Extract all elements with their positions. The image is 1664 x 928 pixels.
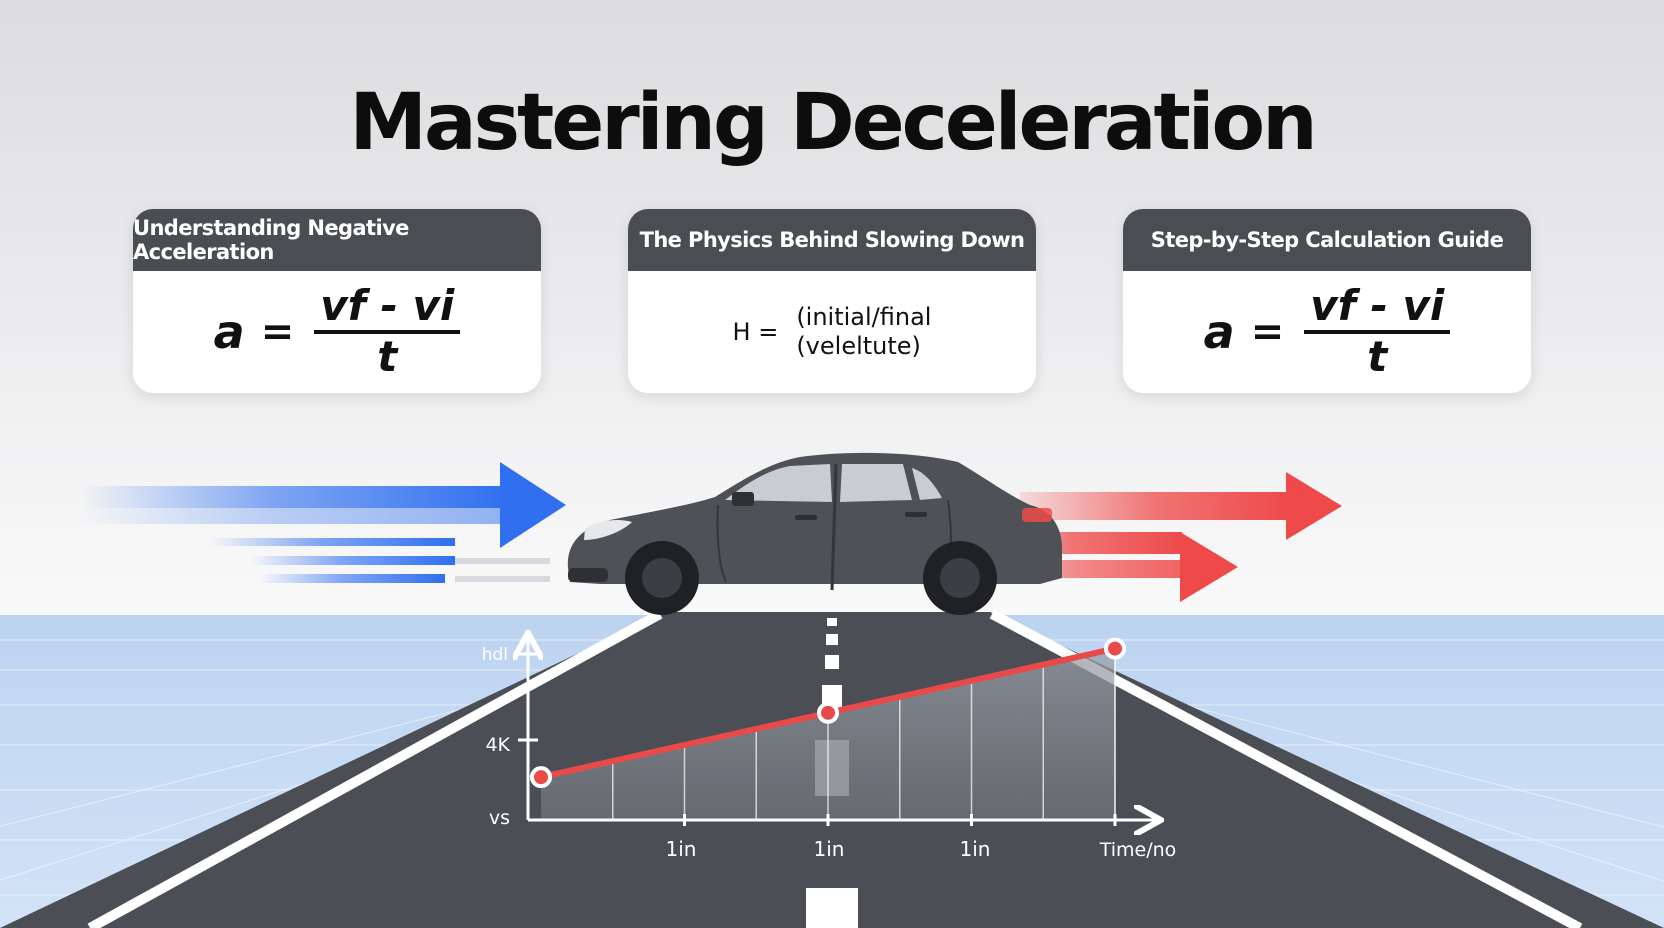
x-tick-label: 1in — [814, 837, 845, 861]
initial-velocity-arrow — [80, 462, 566, 583]
y-tick-label: hdl — [482, 645, 508, 665]
formula-lhs: a — [213, 305, 245, 359]
acceleration-formula: a = vf - vi t — [1203, 283, 1451, 381]
card-header: Step-by-Step Calculation Guide — [1123, 209, 1531, 271]
data-point — [1104, 637, 1126, 660]
card-physics-slowing-down: The Physics Behind Slowing Down H = (ini… — [628, 209, 1036, 393]
card-negative-acceleration: Understanding Negative Acceleration a = … — [133, 209, 541, 393]
velocity-time-chart: hdl 4K vs 1in 1in 1in Time/no — [482, 636, 1177, 861]
note-line-1: (initial/final — [796, 303, 932, 332]
x-tick-label: 1in — [666, 837, 697, 861]
velocity-note: H = (initial/final (veleltute) — [733, 303, 932, 361]
formula-lhs: a — [1203, 305, 1235, 359]
y-tick-label: 4K — [485, 734, 510, 756]
car — [567, 452, 1062, 615]
formula-denominator: t — [377, 331, 398, 381]
x-axis-label: Time/no — [1099, 839, 1177, 861]
page-title: Mastering Deceleration — [349, 78, 1317, 168]
card-calculation-guide: Step-by-Step Calculation Guide a = vf - … — [1123, 209, 1531, 393]
formula-numerator: vf - vi — [1304, 283, 1451, 334]
y-tick-label: vs — [489, 807, 510, 829]
x-tick-label: 1in — [960, 837, 991, 861]
data-point — [530, 766, 552, 789]
formula-equals: = — [260, 309, 295, 355]
formula-equals: = — [1250, 309, 1285, 355]
data-point — [817, 701, 839, 724]
card-header: Understanding Negative Acceleration — [133, 209, 541, 271]
formula-denominator: t — [1367, 331, 1388, 381]
note-line-2: (veleltute) — [796, 332, 921, 360]
card-header: The Physics Behind Slowing Down — [628, 209, 1036, 271]
note-symbol: H = — [732, 318, 779, 346]
acceleration-formula: a = vf - vi t — [213, 283, 461, 381]
formula-numerator: vf - vi — [314, 283, 461, 334]
chart-gridlines — [612, 648, 1117, 826]
